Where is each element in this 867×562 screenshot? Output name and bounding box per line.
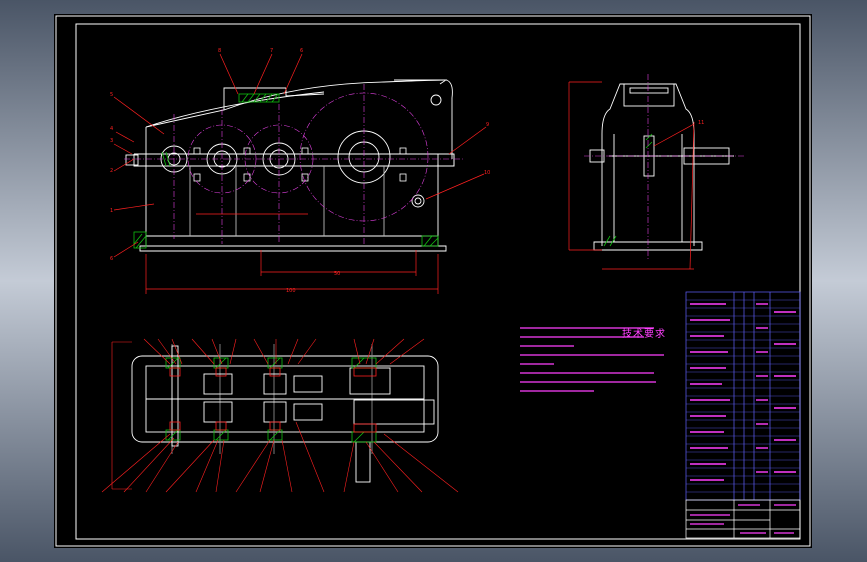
front-dimensions [113,53,487,294]
svg-text:50: 50 [334,271,340,277]
inner-frame [75,23,801,540]
top-gear-sections [169,367,377,433]
svg-text:6: 6 [110,256,113,262]
outer-frame [55,15,811,547]
svg-text:9: 9 [486,122,489,128]
title-block [685,499,801,539]
svg-text:7: 7 [270,48,273,54]
svg-text:2: 2 [110,168,113,174]
svg-text:5: 5 [110,92,113,98]
top-view [131,344,439,483]
svg-text:4: 4 [110,126,113,132]
drawing-sheet: 5 4 3 2 1 6 8 7 6 9 10 100 50 11 [54,14,812,548]
parts-list-text [690,303,796,481]
svg-text:3: 3 [110,138,113,144]
side-centerlines [584,74,744,259]
side-balloon: 11 [698,120,704,126]
front-view [125,79,455,252]
svg-text:8: 8 [218,48,221,54]
title-block-text [690,504,796,534]
svg-text:6: 6 [300,48,303,54]
tech-requirements-title: 技术要求 [622,329,666,340]
parts-list-rows [686,299,800,493]
pitch-circles [124,84,464,244]
side-view [589,83,734,251]
inspection-cover-hatch [133,93,439,249]
svg-text:100: 100 [286,288,296,294]
top-leaders [101,338,459,493]
tech-requirements-lines [520,327,664,392]
side-dimensions [568,81,695,270]
side-hatch [603,133,653,247]
front-balloons: 5 4 3 2 1 6 8 7 6 9 10 100 50 [110,48,490,294]
top-hatch [165,357,377,443]
svg-text:10: 10 [484,170,490,176]
gearbox-drawing: 5 4 3 2 1 6 8 7 6 9 10 100 50 11 [55,15,811,547]
svg-text:1: 1 [110,208,113,214]
